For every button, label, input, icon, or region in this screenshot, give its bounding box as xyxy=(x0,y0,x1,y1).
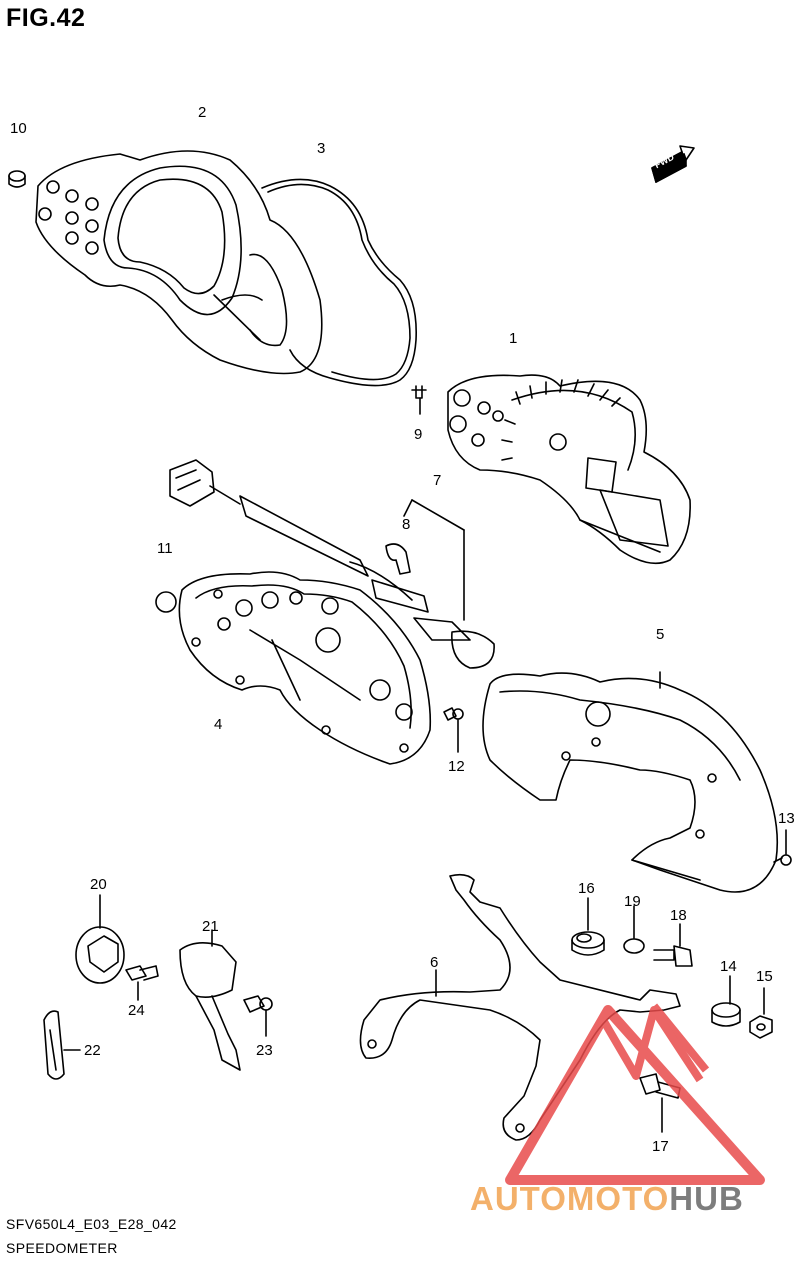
callout-2: 2 xyxy=(198,104,207,121)
callout-7: 7 xyxy=(433,472,442,489)
part-12-screw xyxy=(443,707,464,753)
part-23-bolt xyxy=(243,995,273,1037)
callout-8: 8 xyxy=(402,516,411,533)
callout-13: 13 xyxy=(778,810,795,827)
watermark-hub: HUB xyxy=(669,1180,744,1217)
callout-5: 5 xyxy=(656,626,665,643)
callout-1: 1 xyxy=(509,330,518,347)
callout-16: 16 xyxy=(578,880,595,897)
callout-19: 19 xyxy=(624,893,641,910)
part-4-lower-case xyxy=(178,571,432,765)
fwd-arrow-icon xyxy=(651,145,695,183)
callout-11: 11 xyxy=(157,540,173,557)
part-7-harness xyxy=(169,459,495,669)
part-24-bolt xyxy=(125,965,159,1001)
watermark-moto: MOTO xyxy=(566,1180,670,1217)
callout-3: 3 xyxy=(317,140,326,157)
part-21-switch xyxy=(179,929,241,1071)
callout-9: 9 xyxy=(414,426,423,443)
part-9-pin xyxy=(411,385,427,415)
part-13-screw xyxy=(773,829,792,866)
watermark-text: AUTOMOTOHUB xyxy=(470,1180,744,1218)
callout-24: 24 xyxy=(128,1002,145,1019)
callout-12: 12 xyxy=(448,758,465,775)
callout-23: 23 xyxy=(256,1042,273,1059)
callout-4: 4 xyxy=(214,716,223,733)
callout-14: 14 xyxy=(720,958,737,975)
figure-title: FIG.42 xyxy=(6,4,86,32)
callout-15: 15 xyxy=(756,968,773,985)
part-22-bracket xyxy=(43,1010,81,1080)
part-6-bracket xyxy=(359,873,681,1141)
part-11-disc xyxy=(155,591,177,613)
watermark-logo-icon xyxy=(505,1003,765,1185)
part-16-bushing xyxy=(571,897,605,956)
part-14-bushing xyxy=(711,975,741,1027)
part-2-meter-cover xyxy=(35,150,323,375)
part-19-washer xyxy=(623,905,645,954)
callout-18: 18 xyxy=(670,907,687,924)
part-15-nut xyxy=(749,987,773,1039)
figure-caption: SPEEDOMETER xyxy=(6,1240,118,1256)
part-18-bolt xyxy=(653,923,693,967)
part-20-grommet xyxy=(75,894,125,984)
callout-6: 6 xyxy=(430,954,439,971)
figure-code: SFV650L4_E03_E28_042 xyxy=(6,1216,177,1232)
callout-22: 22 xyxy=(84,1042,101,1059)
part-10-cap xyxy=(8,170,26,188)
callout-20: 20 xyxy=(90,876,107,893)
part-3-gasket xyxy=(261,178,417,387)
callout-10: 10 xyxy=(10,120,27,137)
part-5-lower-cover xyxy=(482,671,779,893)
callout-17: 17 xyxy=(652,1138,669,1155)
part-1-meter-assembly xyxy=(447,374,691,565)
callout-21: 21 xyxy=(202,918,219,935)
watermark-auto: AUTO xyxy=(470,1180,567,1217)
part-8-clip xyxy=(385,543,411,575)
